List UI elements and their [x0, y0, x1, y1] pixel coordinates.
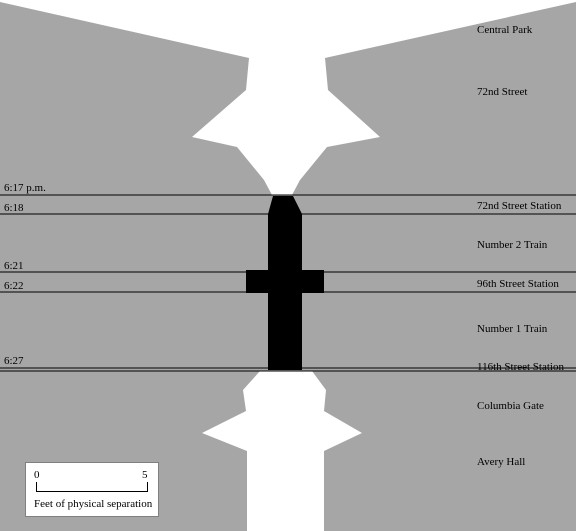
legend-max-label: 5 — [142, 469, 148, 481]
label-72nd-street-station: 72nd Street Station — [477, 200, 562, 212]
scale-legend: 0 5 Feet of physical separation — [25, 462, 159, 517]
label-columbia-gate: Columbia Gate — [477, 400, 544, 412]
label-avery-hall: Avery Hall — [477, 456, 526, 468]
walk-separation-shape-lower — [202, 371, 362, 531]
label-number-1-train: Number 1 Train — [477, 323, 548, 335]
time-label-621: 6:21 — [4, 260, 24, 272]
label-72nd-street: 72nd Street — [477, 86, 528, 98]
walk-separation-shape-upper — [0, 0, 576, 195]
time-label-617: 6:17 p.m. — [4, 182, 46, 194]
label-number-2-train: Number 2 Train — [477, 239, 548, 251]
legend-scale-bar — [36, 482, 148, 492]
legend-caption: Feet of physical separation — [34, 498, 153, 510]
time-label-627: 6:27 — [4, 355, 24, 367]
time-label-622: 6:22 — [4, 280, 24, 292]
label-96th-street-station: 96th Street Station — [477, 278, 559, 290]
label-central-park: Central Park — [477, 24, 533, 36]
train-separation-shape — [246, 196, 324, 370]
time-label-618: 6:18 — [4, 202, 24, 214]
legend-min-label: 0 — [34, 469, 40, 481]
label-116th-street-station: 116th Street Station — [477, 361, 564, 373]
